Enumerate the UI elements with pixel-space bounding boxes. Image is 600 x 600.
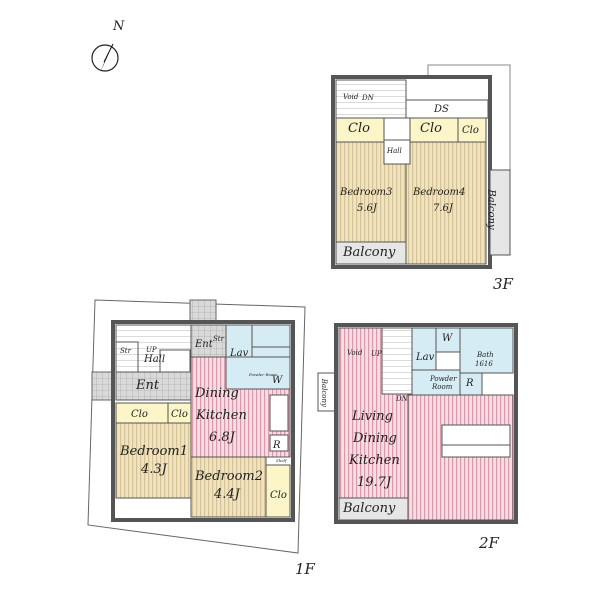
bedroom1-size: 4.3J — [141, 462, 167, 477]
closet-3f-2: Clo — [420, 121, 442, 136]
dining-label-2: Kitchen — [196, 408, 247, 423]
closet-1f-2: Clo — [171, 409, 188, 420]
ds-label: DS — [434, 104, 449, 115]
bedroom2-name: Bedroom2 — [195, 469, 264, 484]
bath-size: 1616 — [475, 360, 493, 368]
dn-label-2f: DN — [396, 395, 408, 403]
fridge-label-2f: R — [466, 378, 474, 389]
bedroom4-name: Bedroom4 — [413, 187, 466, 198]
dining-size: 6.8J — [209, 430, 235, 445]
hall-label-1f: Hall — [144, 354, 166, 365]
storage-1f: Str — [120, 347, 131, 355]
lav-label-1f: Lav — [230, 348, 249, 359]
ldk-label-3: Kitchen — [349, 453, 400, 468]
closet-3f-3: Clo — [462, 125, 479, 136]
up-label-2f: UP — [371, 350, 382, 358]
compass — [91, 43, 119, 73]
ldk-label-2: Dining — [353, 431, 397, 446]
lav-label-2f: Lav — [416, 352, 435, 363]
ldk-size: 19.7J — [357, 475, 392, 490]
closet-1f-3: Clo — [270, 490, 287, 501]
fridge-label-1f: R — [273, 440, 281, 451]
compass-north-label: N — [113, 19, 125, 34]
balcony-side-3f: Balcony — [485, 189, 497, 230]
storage-1f-2: Str — [213, 335, 224, 343]
shelf-label-1f: Shelf — [276, 458, 287, 463]
void-label-2f: Void — [347, 349, 363, 357]
closet-3f-1: Clo — [348, 121, 370, 136]
balcony-3f: Balcony — [343, 245, 396, 260]
bath-label: Bath — [477, 351, 494, 359]
closet-1f-1: Clo — [131, 409, 148, 420]
floor-3 — [331, 64, 511, 269]
bedroom3-name: Bedroom3 — [340, 187, 393, 198]
up-label-1f: UP — [146, 346, 157, 354]
bedroom4-size: 7.6J — [433, 203, 453, 214]
ldk-label-1: Living — [352, 409, 393, 424]
void-label-3f: Void — [343, 93, 359, 101]
powder-room-2f-1: Powder — [430, 375, 457, 383]
balcony-side-2f: Balcony — [319, 378, 328, 407]
entrance-small-label: Ent — [195, 339, 213, 350]
balcony-2f: Balcony — [343, 501, 396, 516]
washer-label-2f: W — [442, 333, 453, 344]
floor-label-2f: 2F — [479, 534, 499, 552]
powder-room-2f-2: Room — [432, 383, 453, 391]
floor-2 — [317, 323, 518, 524]
bedroom1-name: Bedroom1 — [120, 444, 189, 459]
floor-label-1f: 1F — [295, 560, 315, 578]
dining-label-1: Dining — [195, 386, 239, 401]
entrance-label: Ent — [136, 378, 160, 393]
dn-label-3f: DN — [362, 94, 374, 102]
powder-room-1f: Powder Room — [249, 372, 278, 377]
floor-1 — [87, 299, 306, 554]
bedroom2-size: 4.4J — [214, 487, 240, 502]
washer-label-1f: W — [272, 375, 283, 386]
hall-label-3f: Hall — [387, 147, 402, 155]
floor-label-3f: 3F — [493, 275, 513, 293]
bedroom3-size: 5.6J — [357, 203, 377, 214]
